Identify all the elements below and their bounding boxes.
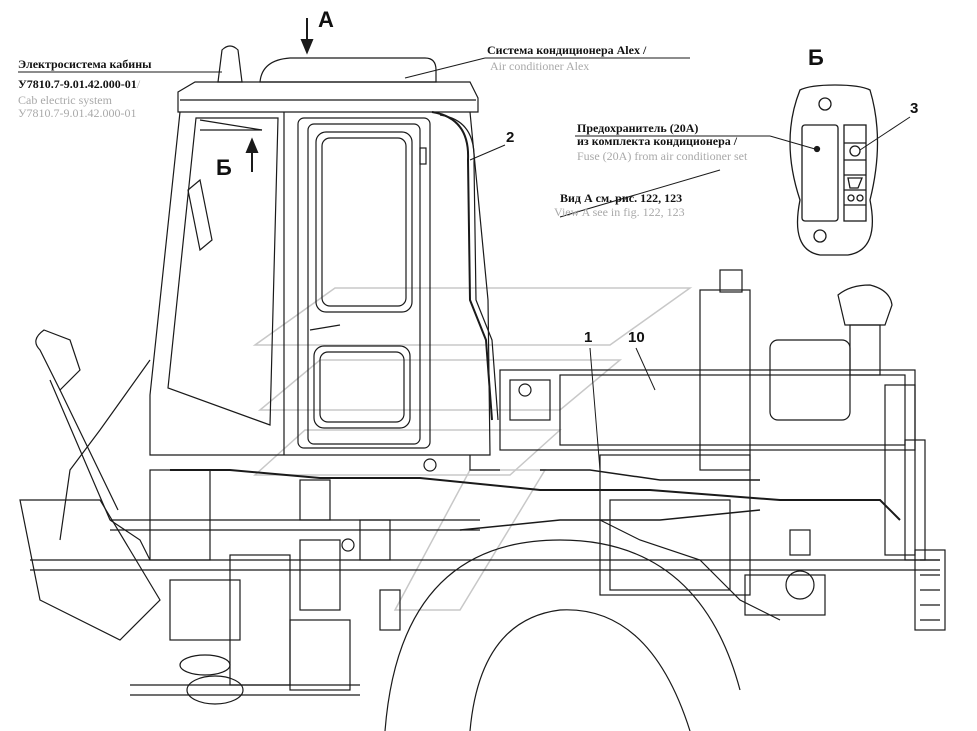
cab-electric-title-en: Cab electric system	[18, 93, 112, 107]
view-a-reference: Вид А см. рис. 122, 123	[560, 191, 683, 205]
front-weight	[914, 549, 946, 631]
tractor-outline	[19, 45, 946, 731]
callout-2: 2	[506, 129, 515, 146]
cab-electric-title: Электросистема кабины	[18, 57, 152, 71]
headlight	[35, 329, 81, 392]
cab-door	[297, 117, 431, 449]
air-conditioner-title: Система кондиционера Alex /	[487, 43, 647, 57]
door-upper-window	[315, 131, 413, 313]
door-lower-window	[313, 345, 411, 429]
callout-1: 1	[584, 329, 593, 346]
leader-lines	[18, 57, 911, 471]
cab-roof	[177, 81, 479, 113]
sun-icon	[849, 145, 861, 157]
air-intake-cap	[837, 284, 893, 326]
view-a-arrow	[300, 39, 314, 55]
main-wiring-harness	[170, 469, 901, 521]
view-a-reference-en: View A see in fig. 122, 123	[554, 205, 685, 219]
cab-body	[149, 111, 491, 456]
view-arrows	[245, 18, 314, 172]
view-a-marker: А	[318, 7, 334, 32]
air-filter	[769, 339, 851, 421]
fuse-panel-view-b	[789, 84, 879, 256]
fuse-title: Предохранитель (20А)	[577, 121, 699, 135]
air-conditioner-title-en: Air conditioner Alex	[490, 59, 590, 73]
cab-fuse-unit	[187, 178, 213, 252]
view-b-marker: Б	[808, 45, 824, 70]
air-conditioner-unit	[259, 57, 437, 83]
watermark-logo	[252, 287, 693, 611]
view-b-arrow	[245, 137, 259, 153]
fuse-subtitle: из комплекта кондиционера /	[577, 134, 738, 148]
callout-3: 3	[910, 100, 919, 117]
cab-electric-code-en: У7810.7-9.01.42.000-01	[18, 106, 137, 120]
view-b-cab-marker: Б	[216, 155, 232, 180]
callout-10: 10	[628, 329, 645, 346]
rear-wheel-arc	[384, 539, 741, 731]
beacon-light	[217, 45, 243, 83]
cab-electric-code: У7810.7-9.01.42.000-01/	[18, 77, 141, 91]
exhaust-pipe	[699, 289, 751, 471]
fuse-title-en: Fuse (20A) from air conditioner set	[577, 149, 748, 163]
engine-block	[499, 369, 916, 451]
